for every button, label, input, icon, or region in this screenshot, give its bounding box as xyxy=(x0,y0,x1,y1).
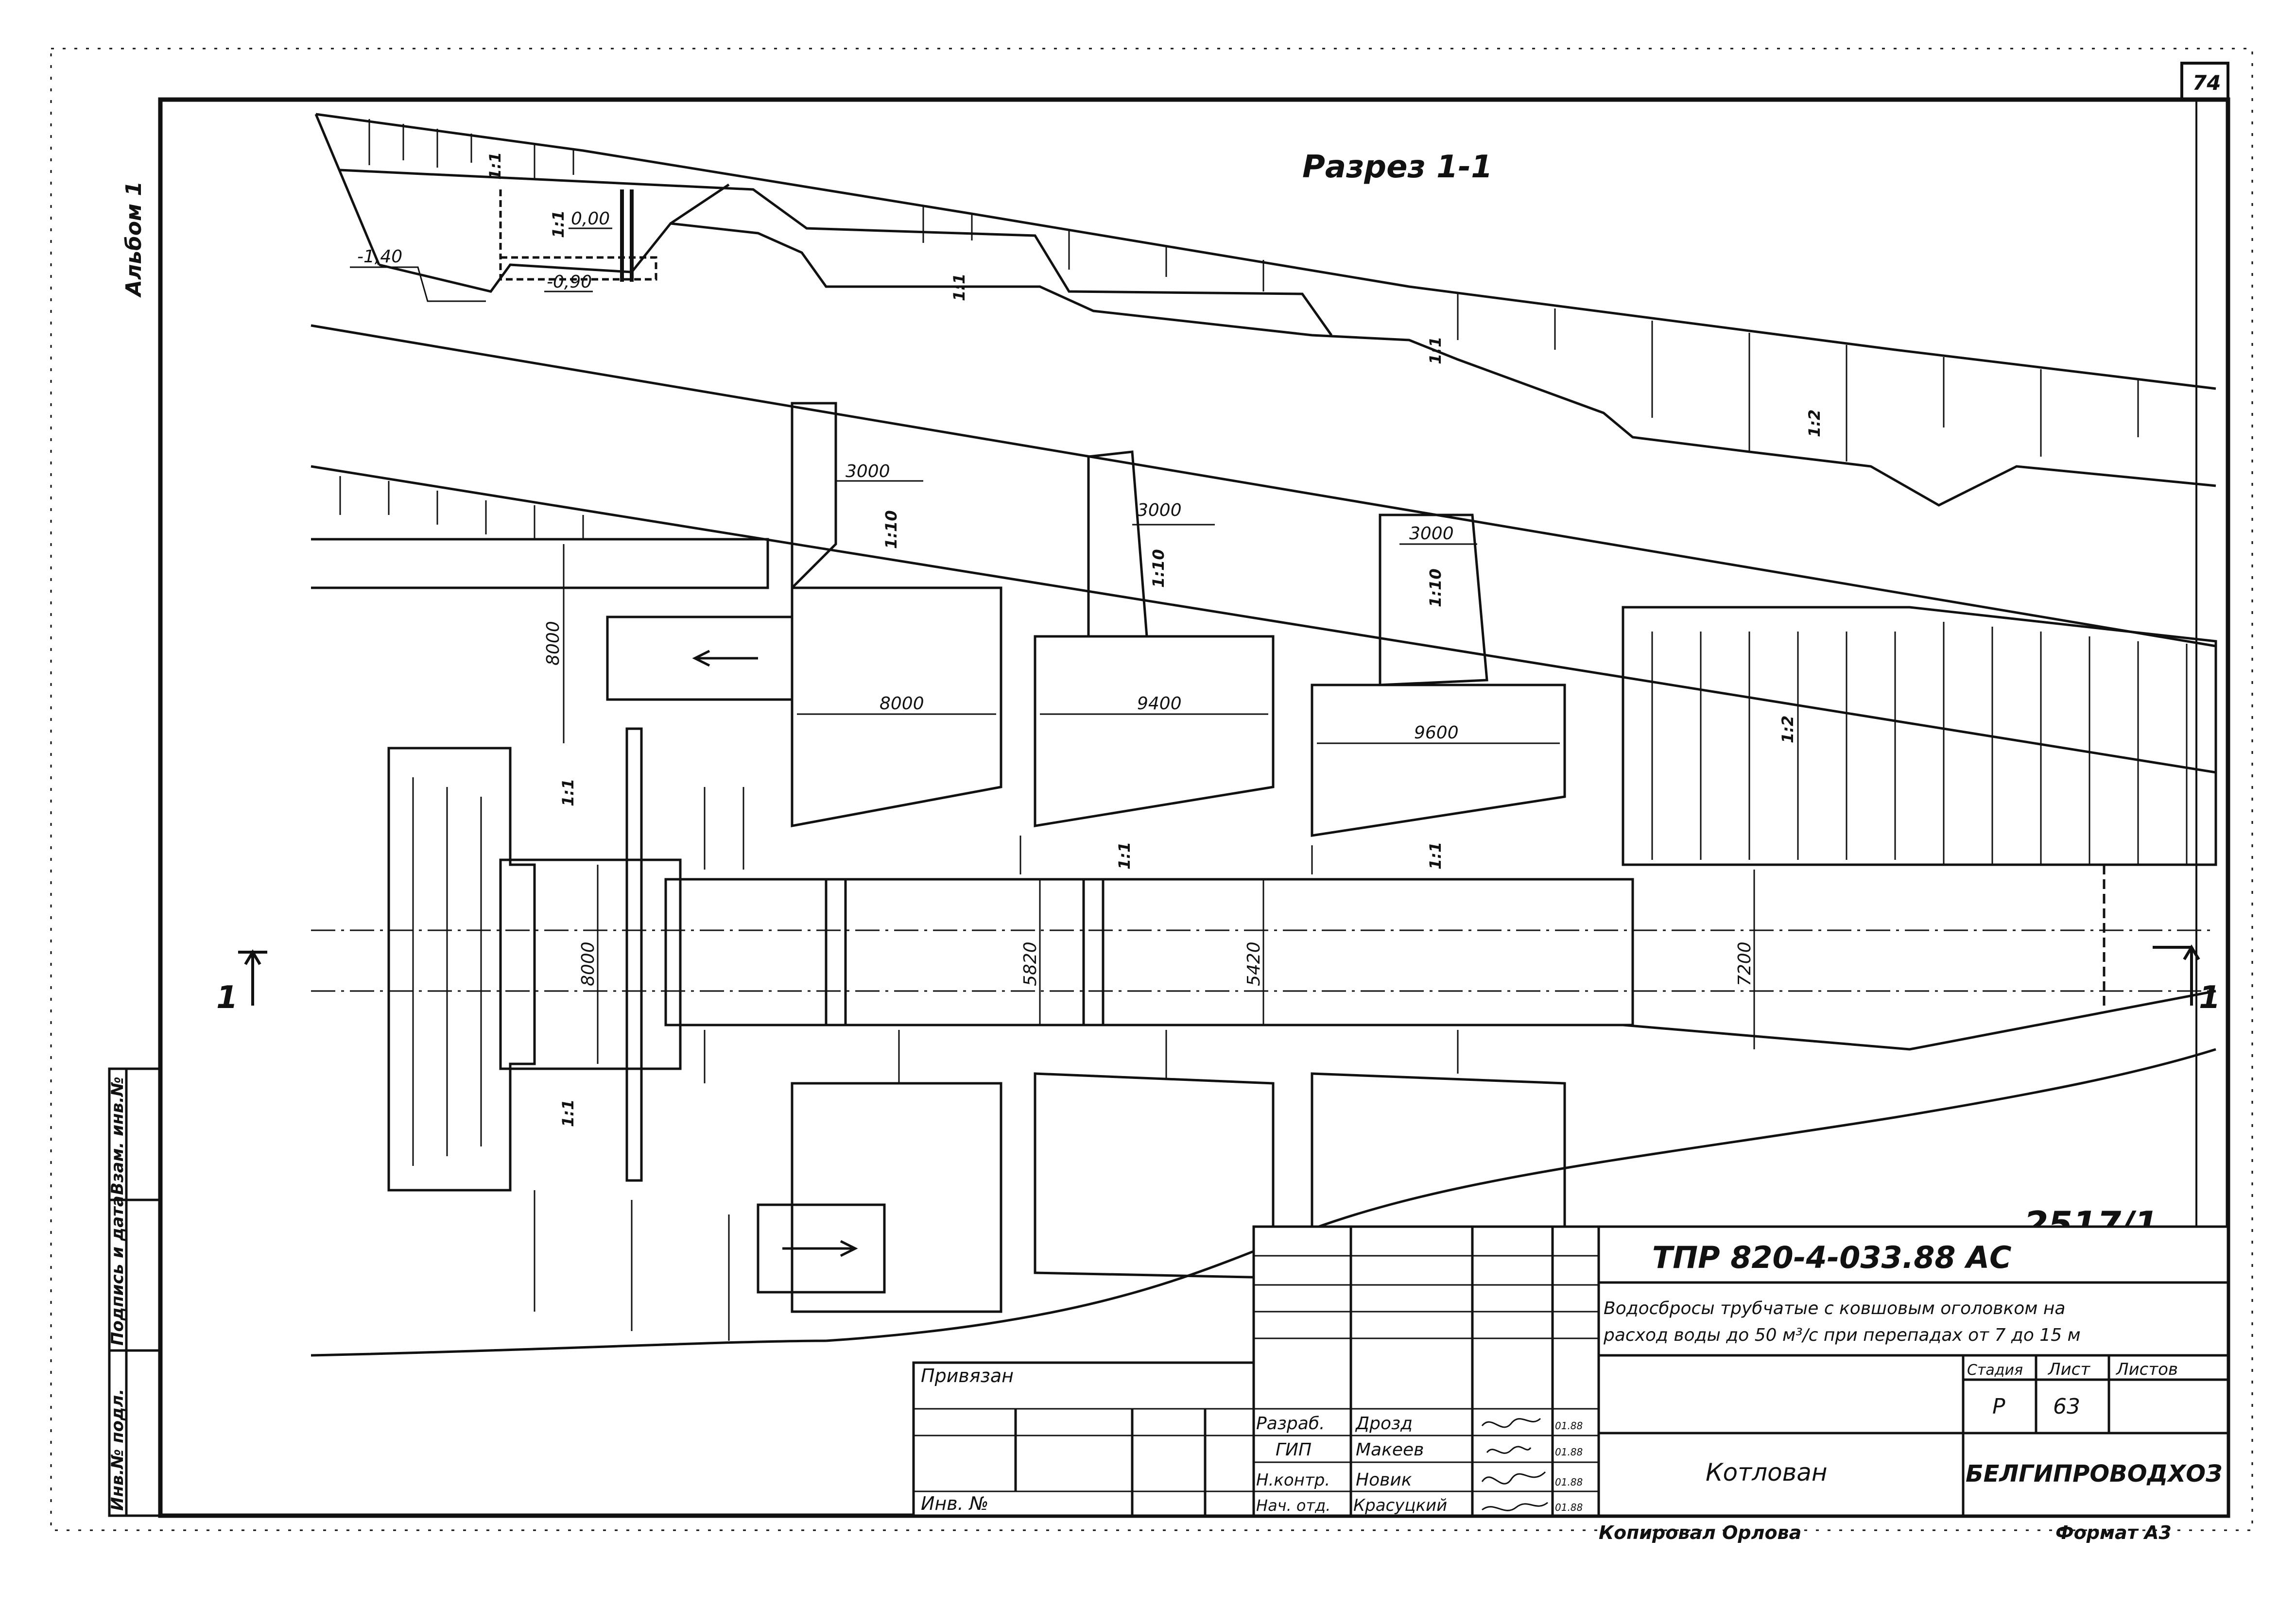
sheet-header: Лист xyxy=(2047,1360,2090,1379)
signature-role: Нач. отд. xyxy=(1256,1496,1330,1515)
signature-date: 01.88 xyxy=(1555,1420,1583,1432)
dim-9600: 9600 xyxy=(1414,723,1459,743)
section-mark-left xyxy=(238,949,267,1006)
dim-3000-a: 3000 xyxy=(846,462,890,481)
stage-header: Стадия xyxy=(1967,1362,2023,1379)
elevation-0-00: 0,00 xyxy=(571,209,610,229)
signature-date: 01.88 xyxy=(1555,1502,1583,1513)
slope-label-12: 1:2 xyxy=(1778,716,1797,743)
dim-3000-c: 3000 xyxy=(1409,524,1454,544)
dim-3000-b: 3000 xyxy=(1137,500,1182,520)
side-stamp-signature-date: Подпись и дата xyxy=(108,1196,127,1346)
slope-label-2: 1:1 xyxy=(549,210,568,238)
elevation-minus-0-90: -0,90 xyxy=(547,272,592,292)
signature-role: Разраб. xyxy=(1256,1414,1325,1434)
dim-5420: 5420 xyxy=(1244,941,1264,986)
slope-label-1: 1:1 xyxy=(486,152,504,180)
signature-date: 01.88 xyxy=(1555,1476,1583,1488)
sheet-value: 63 xyxy=(2053,1394,2080,1419)
slope-label-5: 1:2 xyxy=(1805,410,1824,437)
drawing-code: ТПР 820-4-033.88 АС xyxy=(1652,1240,2012,1275)
side-stamp-original-inv: Инв.№ подл. xyxy=(108,1389,127,1511)
signature-name: Новик xyxy=(1356,1470,1412,1490)
slope-label-9: 1:1 xyxy=(559,779,577,806)
signature-role: Н.контр. xyxy=(1256,1470,1330,1490)
section-title: Разрез 1-1 xyxy=(1302,149,1493,185)
slope-label-3: 1:1 xyxy=(950,274,968,301)
slope-label-10: 1:1 xyxy=(1115,842,1134,870)
signature-marks xyxy=(1481,1418,1548,1511)
dim-5820: 5820 xyxy=(1020,941,1040,986)
bound-label: Привязан xyxy=(921,1365,1014,1386)
description-line-1: Водосбросы трубчатые с ковшовым оголовко… xyxy=(1604,1299,2065,1318)
section-mark-left-label: 1 xyxy=(216,980,238,1016)
signature-name: Дрозд xyxy=(1355,1414,1413,1434)
page-number: 74 xyxy=(2192,71,2221,95)
organization-name: БЕЛГИПРОВОДХОЗ xyxy=(1966,1460,2222,1487)
slope-label-7: 1:10 xyxy=(1149,549,1168,588)
section-profile xyxy=(314,113,2216,507)
plan-view xyxy=(311,324,2217,1357)
album-label: Альбом 1 xyxy=(121,181,146,298)
side-stamp-replaced-inv: Взам. инв.№ xyxy=(108,1077,127,1195)
paper-format: Формат А3 xyxy=(2055,1522,2172,1543)
elevation-minus-1-40: -1,40 xyxy=(357,247,402,267)
stage-value: Р xyxy=(1992,1394,2005,1419)
dim-7200: 7200 xyxy=(1735,941,1755,986)
slope-label-6: 1:10 xyxy=(882,510,900,549)
dim-8000-pipe: 8000 xyxy=(578,941,598,986)
inventory-number-label: Инв. № xyxy=(921,1493,988,1514)
slope-label-4: 1:1 xyxy=(1426,337,1445,364)
copied-by: Копировал Орлова xyxy=(1599,1522,1801,1543)
dim-8000-horizontal: 8000 xyxy=(880,694,924,714)
signature-date: 01.88 xyxy=(1555,1446,1583,1458)
slope-label-8: 1:10 xyxy=(1426,568,1445,607)
slope-label-11: 1:1 xyxy=(1426,842,1445,870)
signature-name: Макеев xyxy=(1356,1440,1424,1460)
sheets-count-header: Листов xyxy=(2115,1360,2178,1379)
section-mark-right-label: 1 xyxy=(2199,980,2221,1016)
signature-role: ГИП xyxy=(1276,1440,1312,1460)
dim-8000-vertical: 8000 xyxy=(543,621,563,666)
side-stamp xyxy=(108,1067,162,1517)
signature-table: Разраб. Дрозд 01.88 ГИП Макеев 01.88 Н.к… xyxy=(1256,1414,1583,1515)
signature-name: Красуцкий xyxy=(1353,1496,1447,1515)
dim-9400: 9400 xyxy=(1137,694,1182,714)
section-mark-right xyxy=(2153,944,2200,1006)
slope-label-13: 1:1 xyxy=(559,1099,577,1127)
sheet-name: Котлован xyxy=(1706,1458,1828,1487)
title-block xyxy=(912,1225,2229,1517)
description-line-2: расход воды до 50 м³/с при перепадах от … xyxy=(1603,1325,2081,1345)
